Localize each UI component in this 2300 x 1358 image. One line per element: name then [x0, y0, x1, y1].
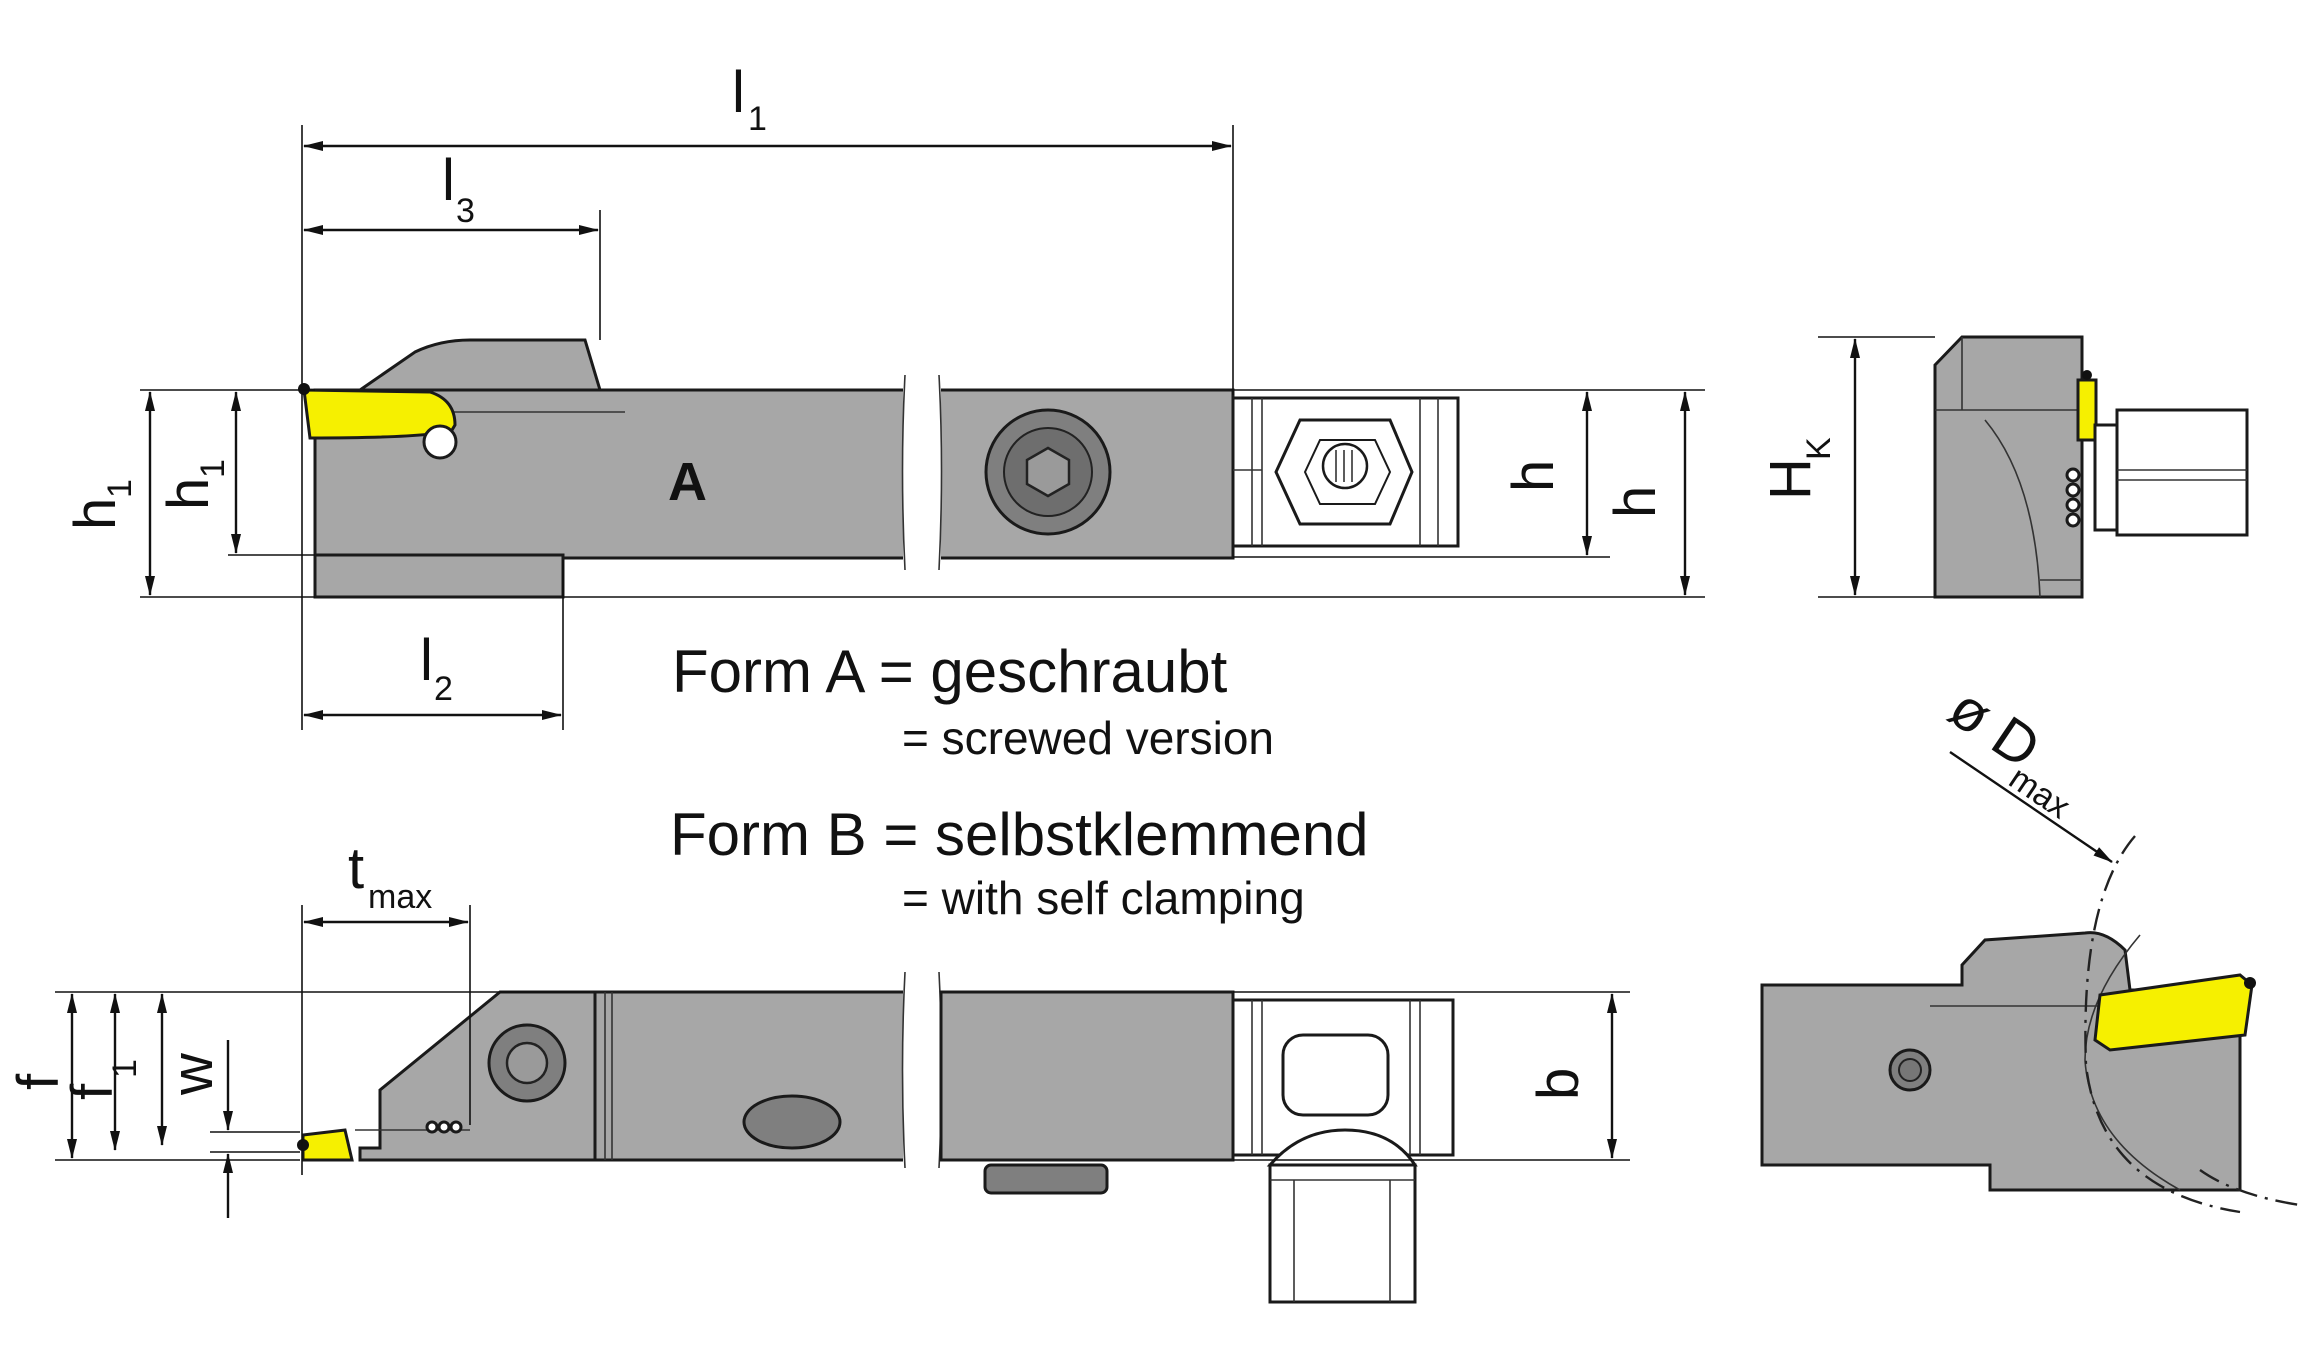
- top-view-dimensions: l 1 l 3 l 2 h 1 h 1 h: [63, 60, 1705, 730]
- bolt-head-icon: [1321, 442, 1369, 490]
- clamp-blade: [355, 338, 603, 392]
- break-gap-top: [903, 378, 941, 574]
- side-clamp-nut: [2115, 408, 2249, 537]
- break-line-left: [901, 374, 906, 571]
- svg-text:1: 1: [748, 100, 767, 138]
- dim-l3: l 3: [442, 148, 475, 230]
- svg-text:max: max: [368, 878, 432, 916]
- legend: Form A = geschraubt = screwed version Fo…: [670, 638, 1369, 924]
- legend-form-b-en: = with self clamping: [902, 872, 1305, 924]
- dim-f: f: [6, 1073, 71, 1090]
- dim-h-outer: h: [1603, 486, 1668, 518]
- dim-f1: f 1: [60, 1059, 144, 1100]
- svg-text:2: 2: [434, 670, 453, 708]
- shank-lower-step: [313, 553, 565, 599]
- dim-b: b: [1526, 1068, 1591, 1100]
- pin-slot: [742, 1094, 842, 1150]
- insert-pin-hole: [422, 424, 458, 460]
- svg-text:w: w: [160, 1052, 225, 1096]
- bottom-view-dimensions: t max f f 1 w b: [6, 836, 1630, 1218]
- dim-l2: l 2: [420, 628, 453, 708]
- svg-text:1: 1: [101, 479, 139, 498]
- svg-text:l: l: [442, 148, 455, 213]
- svg-text:3: 3: [456, 192, 475, 230]
- svg-text:h: h: [63, 498, 128, 530]
- svg-text:K: K: [1800, 437, 1838, 460]
- svg-text:h: h: [156, 478, 221, 510]
- dim-h1-inner: h 1: [156, 459, 232, 510]
- nut-collar: [1266, 1128, 1418, 1167]
- top-view: A: [298, 338, 1460, 599]
- side-body: [1933, 335, 2084, 599]
- dim-Dmax: ø D max: [1938, 675, 2077, 826]
- svg-text:h: h: [1603, 486, 1668, 518]
- svg-text:1: 1: [106, 1059, 144, 1078]
- side-view-bottom: ø D max: [1760, 675, 2300, 1214]
- dim-w: w: [160, 1052, 225, 1096]
- svg-text:l: l: [420, 628, 433, 693]
- break-line-right: [938, 374, 943, 571]
- bottom-plate: [983, 1163, 1109, 1195]
- bottom-view: [297, 971, 1455, 1304]
- dim-h1-outer: h 1: [63, 479, 139, 530]
- hex-socket-icon: [1025, 446, 1071, 498]
- hex-nut-bottom: [1268, 1163, 1417, 1304]
- legend-form-b: Form B = selbstklemmend: [670, 801, 1369, 868]
- svg-text:h: h: [1501, 460, 1566, 492]
- side-body-bottom: [1760, 931, 2242, 1192]
- side-view-top: H K: [1758, 335, 2249, 599]
- svg-text:1: 1: [194, 459, 232, 478]
- dim-l1: l 1: [732, 60, 767, 138]
- svg-text:b: b: [1526, 1068, 1591, 1100]
- svg-text:H: H: [1758, 458, 1823, 500]
- svg-text:f: f: [6, 1073, 71, 1090]
- svg-text:f: f: [60, 1083, 125, 1100]
- insert-bottom: [301, 1128, 354, 1162]
- dim-tmax: t max: [348, 836, 432, 916]
- view-label: A: [668, 452, 707, 512]
- shank-bottom-right: [939, 990, 1235, 1162]
- legend-form-a: Form A = geschraubt: [672, 638, 1228, 705]
- dim-h-inner: h: [1501, 460, 1566, 492]
- legend-form-a-en: = screwed version: [902, 712, 1274, 764]
- insert-tip: [298, 383, 310, 395]
- dim-Hk: H K: [1758, 437, 1838, 500]
- svg-text:l: l: [732, 60, 745, 125]
- svg-text:t: t: [348, 836, 364, 901]
- side-bottom-insert: [2093, 973, 2254, 1052]
- side-insert-icon: [2076, 378, 2098, 442]
